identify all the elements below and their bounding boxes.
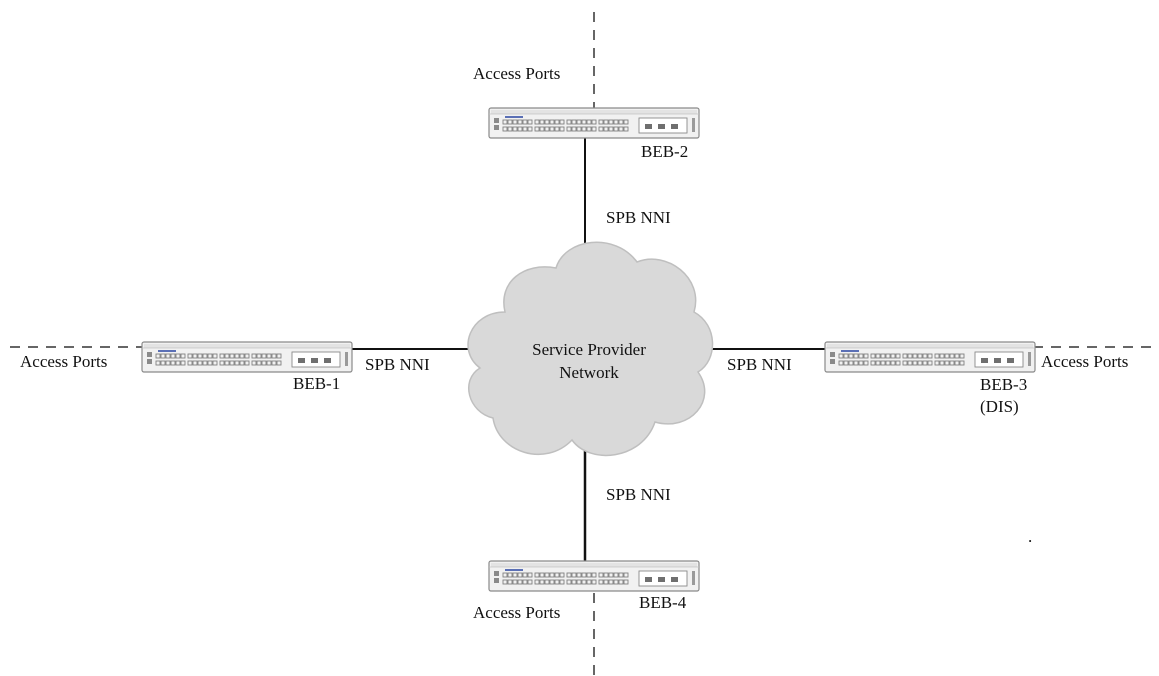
node-beb4-name: BEB-4 — [639, 593, 687, 612]
node-beb2-name: BEB-2 — [641, 142, 688, 161]
switch-beb1-icon — [141, 341, 353, 373]
link-label-right: SPB NNI — [727, 355, 792, 374]
access-label-left: Access Ports — [20, 352, 107, 371]
cloud-label-line1: Service Provider — [532, 340, 646, 359]
access-label-top: Access Ports — [473, 64, 560, 83]
footnote-dot: . — [1028, 527, 1032, 546]
access-label-right: Access Ports — [1041, 352, 1128, 371]
node-beb1-name: BEB-1 — [293, 374, 340, 393]
cloud-label-line2: Network — [559, 363, 619, 382]
access-label-bottom: Access Ports — [473, 603, 560, 622]
node-beb3-name: BEB-3 — [980, 375, 1027, 394]
switch-beb4-icon — [488, 560, 700, 592]
service-provider-cloud — [467, 241, 714, 457]
switch-beb3-icon — [824, 341, 1036, 373]
link-label-bottom: SPB NNI — [606, 485, 671, 504]
link-label-left: SPB NNI — [365, 355, 430, 374]
switch-beb2-icon — [488, 107, 700, 139]
link-label-top: SPB NNI — [606, 208, 671, 227]
node-beb3-sub: (DIS) — [980, 397, 1019, 416]
